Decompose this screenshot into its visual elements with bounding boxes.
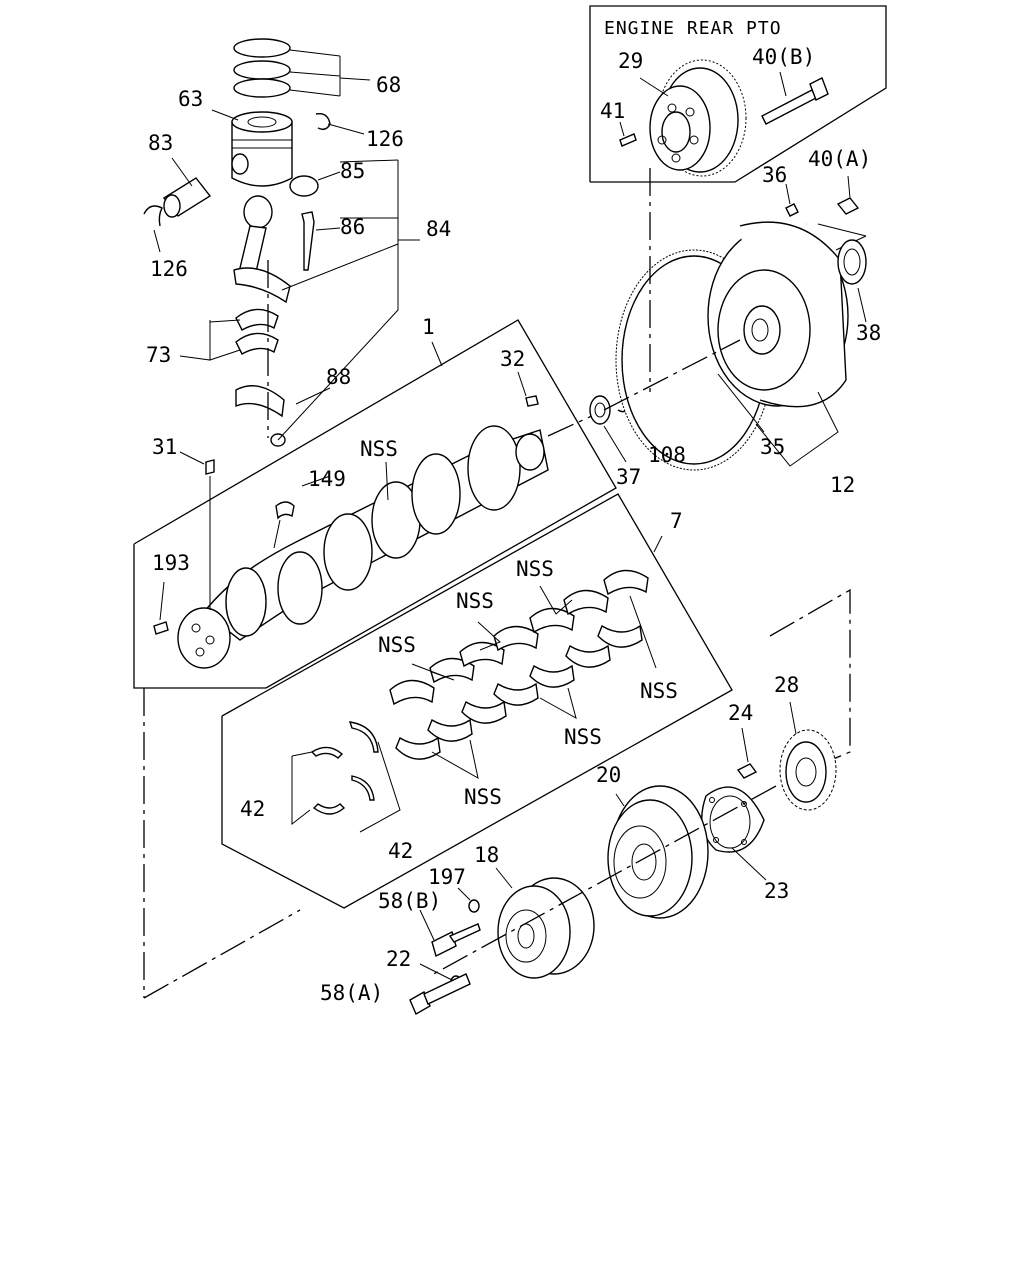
callout-32: 32 — [500, 347, 525, 371]
piston — [211, 109, 293, 187]
callout-42-left: 42 — [240, 797, 265, 821]
main-bearings — [389, 569, 649, 760]
callout-40a: 40(A) — [808, 147, 871, 171]
callout-86: 86 — [340, 215, 365, 239]
plate-23 — [701, 786, 765, 853]
callout-20: 20 — [596, 763, 621, 787]
callout-24: 24 — [728, 701, 753, 725]
crank-gear-149 — [275, 501, 295, 520]
callout-23: 23 — [764, 879, 789, 903]
callout-35: 35 — [760, 435, 785, 459]
pto-bolt — [761, 77, 829, 125]
callout-12: 12 — [830, 473, 855, 497]
bolt-58b — [431, 923, 481, 958]
washer-197 — [468, 899, 480, 913]
callout-29: 29 — [618, 49, 643, 73]
callout-36: 36 — [762, 163, 787, 187]
callout-41: 41 — [600, 99, 625, 123]
piston-pin — [162, 157, 212, 218]
thrust-washers — [291, 721, 401, 833]
callout-58a: 58(A) — [320, 981, 383, 1005]
callout-197: 197 — [428, 865, 466, 889]
callout-193: 193 — [152, 551, 190, 575]
crank-gear-28 — [779, 729, 837, 811]
callout-126-lower: 126 — [150, 257, 188, 281]
crank-pin-32 — [525, 395, 539, 407]
callout-58b: 58(B) — [378, 889, 441, 913]
callout-labels: 68 63 126 83 85 86 84 126 73 88 1 32 31 … — [146, 45, 881, 1005]
callout-68: 68 — [376, 73, 401, 97]
crank-pin-193 — [153, 621, 169, 635]
callout-nss-e: NSS — [564, 725, 602, 749]
callout-nss-b: NSS — [456, 589, 494, 613]
crankshaft-panel — [133, 319, 617, 689]
callout-126-upper: 126 — [366, 127, 404, 151]
callout-85: 85 — [340, 159, 365, 183]
snap-ring-upper — [315, 113, 331, 131]
callout-83: 83 — [148, 131, 173, 155]
callout-22: 22 — [386, 947, 411, 971]
nss-leaders — [411, 585, 657, 779]
rod-bearing-upper — [235, 308, 279, 355]
callout-nss-crank: NSS — [360, 437, 398, 461]
callout-42-right: 42 — [388, 839, 413, 863]
flywheel-bolt — [836, 197, 860, 215]
callout-nss-a: NSS — [516, 557, 554, 581]
callout-38: 38 — [856, 321, 881, 345]
callout-37: 37 — [616, 465, 641, 489]
damper-pulley-20 — [607, 785, 709, 919]
piston-rings — [233, 38, 371, 98]
callout-28: 28 — [774, 673, 799, 697]
bolt-24 — [736, 763, 758, 779]
pto-gear — [649, 59, 747, 177]
pto-pin — [619, 133, 637, 147]
crank-pulley-18 — [497, 877, 595, 979]
callout-31: 31 — [152, 435, 177, 459]
callout-nss-c: NSS — [378, 633, 416, 657]
callout-1: 1 — [422, 315, 435, 339]
callout-nss-f: NSS — [464, 785, 502, 809]
callout-63: 63 — [178, 87, 203, 111]
crank-pin-31 — [205, 459, 215, 475]
flywheel — [707, 221, 849, 408]
callout-108: 108 — [648, 443, 686, 467]
flywheel-washer-38 — [837, 239, 867, 285]
callout-nss-d: NSS — [640, 679, 678, 703]
callout-88: 88 — [326, 365, 351, 389]
callout-18: 18 — [474, 843, 499, 867]
dowel-pin-36 — [785, 203, 799, 217]
callout-84: 84 — [426, 217, 451, 241]
bearings-panel — [221, 493, 733, 909]
crankshaft — [177, 425, 549, 669]
bolt-58a — [409, 973, 471, 1015]
snap-ring-lower — [143, 205, 163, 227]
connecting-rod — [233, 175, 319, 304]
callout-149: 149 — [308, 467, 346, 491]
callout-73: 73 — [146, 343, 171, 367]
engine-rear-pto-inset: ENGINE REAR PTO — [589, 5, 887, 183]
oil-seal — [589, 395, 611, 425]
callout-40b: 40(B) — [752, 45, 815, 69]
rod-bolt — [301, 211, 315, 271]
callout-7: 7 — [670, 509, 683, 533]
inset-title: ENGINE REAR PTO — [604, 18, 782, 39]
rod-cap — [235, 385, 286, 447]
